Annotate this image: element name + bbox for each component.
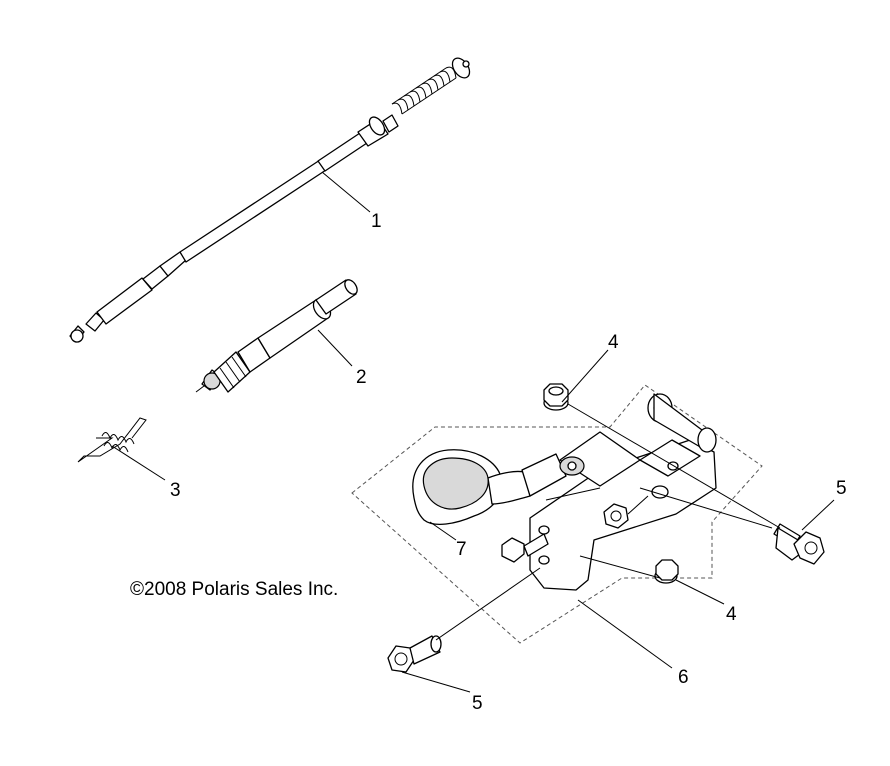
callout-7: 7: [456, 539, 467, 560]
bracket-bolt-part: [501, 533, 549, 563]
shift-knob-part: [412, 449, 567, 526]
flange-bolt-left: [387, 635, 442, 673]
shifter-bracket-part: [529, 393, 717, 591]
callout-6: 6: [678, 667, 689, 688]
callout-4-bottom: 4: [726, 604, 737, 625]
flange-bolt-right: [773, 523, 825, 565]
callout-5-left: 5: [472, 693, 483, 714]
leader-lines: [111, 171, 835, 693]
spring-part: [77, 417, 147, 463]
callout-3: 3: [170, 480, 181, 501]
shift-cable-part: [69, 57, 471, 343]
cable-fitting-part: [195, 279, 358, 393]
callout-1: 1: [371, 211, 382, 232]
assembly-outline: [351, 384, 763, 644]
bracket-nut-part: [603, 495, 649, 529]
copyright-notice: ©2008 Polaris Sales Inc.: [130, 579, 339, 600]
flange-nut-top: [543, 383, 569, 411]
callout-5-right: 5: [836, 478, 847, 499]
callout-2: 2: [356, 367, 367, 388]
callout-4-top: 4: [608, 332, 619, 353]
flange-nut-bottom: [654, 559, 679, 584]
